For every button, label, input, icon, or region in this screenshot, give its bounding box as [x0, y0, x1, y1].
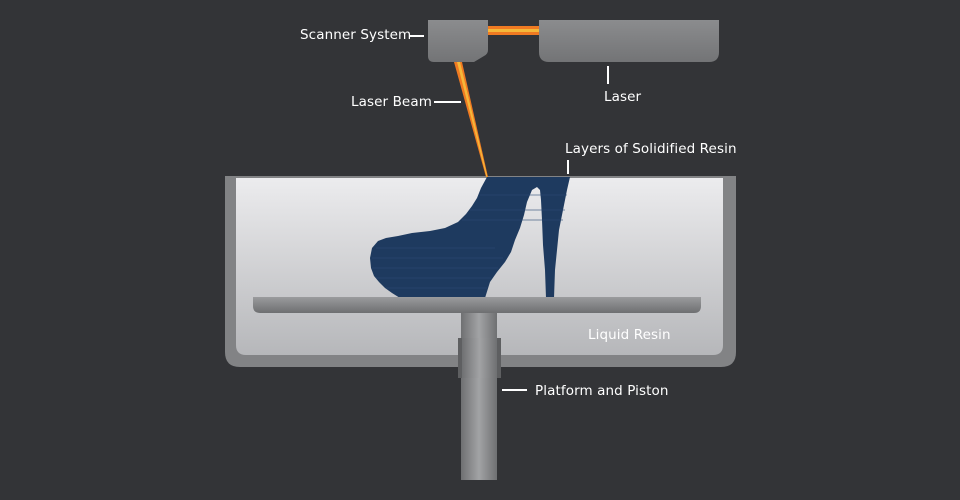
label-laser: Laser	[604, 89, 642, 105]
label-scanner-system: Scanner System	[300, 27, 412, 43]
piston-collar-inner	[462, 338, 497, 378]
laser-unit	[539, 20, 719, 62]
label-platform-piston: Platform and Piston	[535, 383, 669, 399]
label-laser-beam: Laser Beam	[351, 94, 432, 110]
label-liquid-resin: Liquid Resin	[588, 327, 671, 343]
build-platform	[253, 297, 701, 313]
label-layers-solidified-resin: Layers of Solidified Resin	[565, 141, 737, 157]
laser-beam-horizontal	[488, 26, 540, 35]
scanner-system-unit	[428, 20, 488, 62]
layer-lines	[372, 194, 567, 289]
laser-beam-diagonal	[454, 62, 488, 177]
